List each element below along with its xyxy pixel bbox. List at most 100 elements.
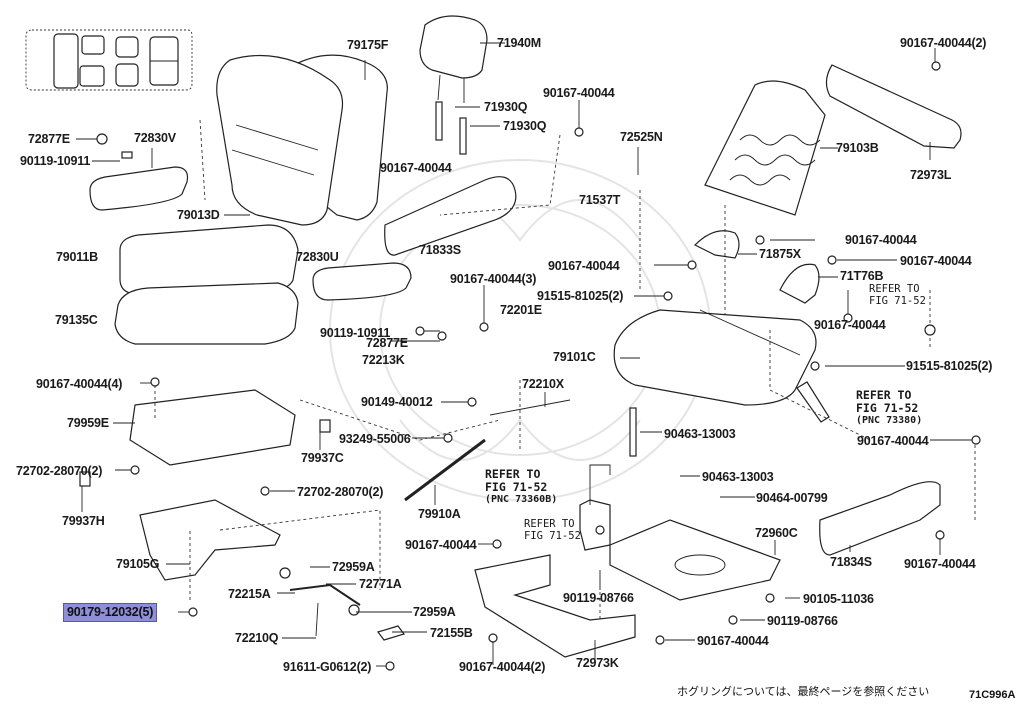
part-label[interactable]: 90119-08766 (767, 614, 838, 628)
part-label[interactable]: 90167-40044 (904, 557, 976, 571)
part-label[interactable]: 71940M (497, 36, 541, 50)
part-label[interactable]: 79103B (836, 141, 879, 155)
part-label[interactable]: 72830V (134, 131, 176, 145)
part-label[interactable]: 90149-40012 (361, 395, 433, 409)
ref-line: REFER TO (856, 388, 912, 402)
part-79011B (119, 224, 299, 295)
part-label[interactable]: 71537T (579, 193, 621, 207)
part-label[interactable]: 90167-40044(2) (900, 36, 987, 50)
part-72830U (312, 262, 412, 301)
hog-ring-footnote: ホグリングについては、最終ページを参照ください (677, 686, 930, 698)
ref-line: REFER TO (524, 518, 575, 530)
part-label[interactable]: 72210X (522, 377, 564, 391)
part-label[interactable]: 93249-55006 (339, 432, 411, 446)
vehicle-seat-layout-icon (25, 29, 193, 91)
part-label[interactable]: 90119-10911 (20, 154, 91, 168)
part-label[interactable]: 71833S (419, 243, 461, 257)
part-label[interactable]: 90167-40044 (900, 254, 972, 268)
part-label[interactable]: 79937C (301, 451, 344, 465)
part-label[interactable]: 72877E (28, 132, 70, 146)
part-label[interactable]: 79959E (67, 416, 109, 430)
refer-to-fig-note[interactable]: REFER TO FIG 71-52 (869, 283, 926, 307)
part-label[interactable]: 90464-00799 (756, 491, 828, 505)
part-label[interactable]: 90167-40044 (697, 634, 769, 648)
part-label[interactable]: 71834S (830, 555, 872, 569)
part-label[interactable]: 72877E (366, 336, 408, 350)
part-71T76B (779, 263, 820, 304)
part-label[interactable]: 79937H (62, 514, 105, 528)
part-label[interactable]: 79105G (116, 557, 160, 571)
part-label[interactable]: 79910A (418, 507, 461, 521)
part-label[interactable]: 72973K (576, 656, 619, 670)
part-label[interactable]: 90167-40044 (548, 259, 620, 273)
part-label[interactable]: 71930Q (484, 100, 528, 114)
part-71833S (384, 176, 517, 256)
part-label[interactable]: 79101C (553, 350, 596, 364)
part-label[interactable]: 72210Q (235, 631, 279, 645)
part-label[interactable]: 91611-G0612(2) (283, 660, 372, 674)
ref-pnc: (PNC 73380) (856, 415, 923, 427)
part-label[interactable]: 72973L (910, 168, 952, 182)
part-label[interactable]: 72213K (362, 353, 405, 367)
part-label[interactable]: 90167-40044 (814, 318, 886, 332)
part-71875X (693, 230, 740, 259)
part-label[interactable]: 79175F (347, 38, 389, 52)
part-79013D (216, 54, 344, 226)
ref-line: REFER TO (869, 283, 920, 295)
part-label[interactable]: 71T76B (840, 269, 884, 283)
part-label[interactable]: 72959A (332, 560, 375, 574)
assembly-guide-lines (154, 119, 976, 620)
refer-to-fig-note[interactable]: REFER TO FIG 71-52 (PNC 73360B) (485, 467, 558, 506)
part-label[interactable]: 72155B (430, 626, 473, 640)
part-label[interactable]: 79013D (177, 208, 220, 222)
part-label[interactable]: 72960C (755, 526, 798, 540)
refer-to-fig-note[interactable]: REFER TO FIG 71-52 (524, 518, 581, 542)
part-label[interactable]: 90167-40044 (857, 434, 929, 448)
refer-to-fig-note[interactable]: REFER TO FIG 71-52 (PNC 73380) (856, 388, 923, 427)
part-label[interactable]: 90167-40044(3) (450, 272, 537, 286)
fasteners (79, 61, 981, 671)
part-72973L (825, 64, 962, 149)
part-label[interactable]: 72702-28070(2) (16, 464, 103, 478)
part-label[interactable]: 90167-40044(4) (36, 377, 123, 391)
part-72960C (609, 519, 781, 601)
part-label[interactable]: 79011B (56, 250, 98, 264)
part-label[interactable]: 90167-40044 (380, 161, 452, 175)
part-label[interactable]: 79135C (55, 313, 98, 327)
part-72830V (89, 166, 189, 211)
part-71940M (419, 15, 488, 79)
diagram-code: 71C996A (969, 689, 1016, 701)
part-label[interactable]: 90463-13003 (702, 470, 774, 484)
part-label[interactable]: 72771A (359, 577, 402, 591)
part-label[interactable]: 91515-81025(2) (537, 289, 624, 303)
part-79103B (704, 80, 826, 216)
part-label[interactable]: 90119-10911 (320, 326, 391, 340)
part-label[interactable]: 72525N (620, 130, 663, 144)
ref-pnc: (PNC 73360B) (485, 494, 558, 506)
part-label[interactable]: 72830U (296, 250, 339, 264)
part-label[interactable]: 91515-81025(2) (906, 359, 993, 373)
ref-line: FIG 71-52 (524, 530, 581, 543)
part-label[interactable]: 90167-40044 (845, 233, 917, 247)
part-72973K (474, 554, 636, 658)
part-label[interactable]: 90105-11036 (803, 592, 874, 606)
part-72210X (489, 399, 571, 416)
part-label[interactable]: 90167-40044 (543, 86, 615, 100)
part-label[interactable]: 72201E (500, 303, 542, 317)
part-label[interactable]: 71930Q (503, 119, 547, 133)
part-label[interactable]: 72215A (228, 587, 271, 601)
part-label[interactable]: 90119-08766 (563, 591, 634, 605)
part-label[interactable]: 71875X (759, 247, 801, 261)
part-label[interactable]: 72702-28070(2) (297, 485, 384, 499)
part-label[interactable]: 90463-13003 (664, 427, 736, 441)
part-label[interactable]: 72959A (413, 605, 456, 619)
ref-line: FIG 71-52 (856, 401, 919, 416)
part-label[interactable]: 90167-40044(2) (459, 660, 546, 674)
part-79910A (404, 438, 486, 502)
part-label-highlighted[interactable]: 90179-12032(5) (63, 603, 158, 622)
part-label[interactable]: 90167-40044 (405, 538, 477, 552)
ref-line: FIG 71-52 (869, 295, 926, 308)
part-79105G (139, 499, 281, 581)
